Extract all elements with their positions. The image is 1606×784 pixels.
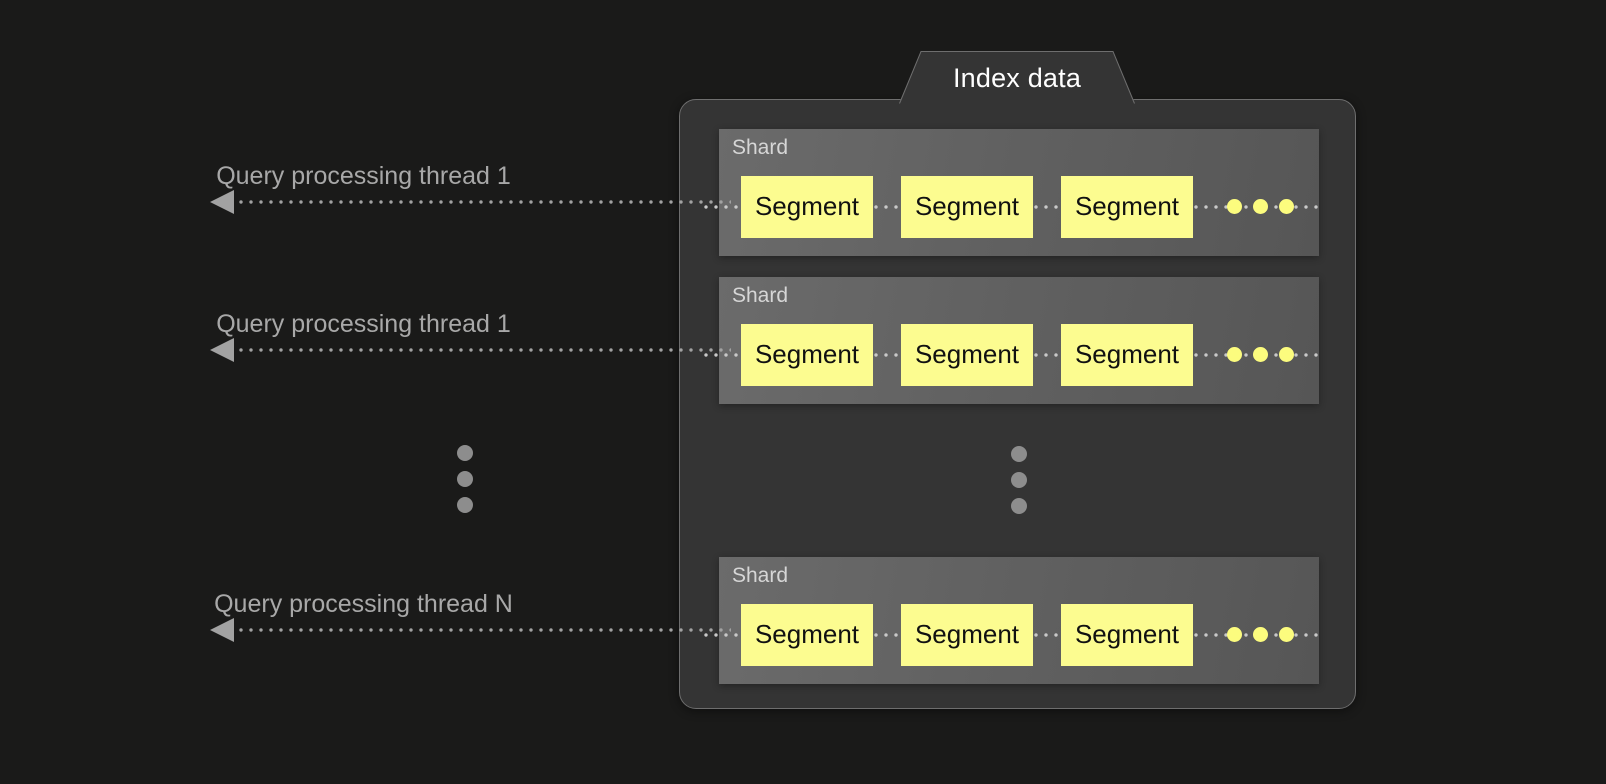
segment-label: Segment — [754, 339, 860, 369]
segment-box: Segment — [741, 176, 873, 238]
arrow-head-icon — [210, 338, 234, 362]
index-data-tab: Index data — [899, 51, 1135, 103]
segment-label: Segment — [1074, 191, 1180, 221]
ellipsis-dot — [457, 497, 473, 513]
segment-box: Segment — [901, 324, 1033, 386]
index-data-panel: Shard Segment Segment Segment Shard Segm… — [679, 99, 1356, 709]
shard-row: Shard Segment Segment Segment — [701, 277, 1319, 404]
segment-box: Segment — [901, 604, 1033, 666]
query-thread-label: Query processing thread 1 — [216, 162, 511, 190]
segment-box: Segment — [1061, 176, 1193, 238]
segment-label: Segment — [914, 191, 1020, 221]
arrow-head-icon — [210, 618, 234, 642]
arrow-head-icon — [210, 190, 234, 214]
ellipsis-dot — [457, 471, 473, 487]
segment-label: Segment — [754, 191, 860, 221]
query-thread-arrow-line — [236, 628, 731, 632]
segment-label: Segment — [1074, 619, 1180, 649]
segment-box: Segment — [1061, 324, 1193, 386]
segment-ellipsis-dot — [1227, 347, 1242, 362]
ellipsis-dot — [457, 445, 473, 461]
segment-ellipsis-dot — [1227, 627, 1242, 642]
segment-label: Segment — [1074, 339, 1180, 369]
segment-label: Segment — [754, 619, 860, 649]
segment-label: Segment — [914, 619, 1020, 649]
shard-label: Shard — [732, 136, 789, 159]
segment-ellipsis-dot — [1227, 199, 1242, 214]
segment-box: Segment — [741, 604, 873, 666]
index-data-tab-label: Index data — [952, 62, 1082, 93]
shard-label: Shard — [732, 564, 789, 587]
shard-vertical-ellipsis — [1011, 446, 1027, 514]
query-thread-label: Query processing thread 1 — [216, 310, 511, 338]
query-thread-label: Query processing thread N — [214, 590, 513, 618]
segment-ellipsis-dot — [1253, 347, 1268, 362]
ellipsis-dot — [1011, 472, 1027, 488]
segment-label: Segment — [914, 339, 1020, 369]
ellipsis-dot — [1011, 446, 1027, 462]
segment-ellipsis-dot — [1253, 199, 1268, 214]
segment-ellipsis-dot — [1279, 199, 1294, 214]
shard-row: Shard Segment Segment Segment — [701, 557, 1319, 684]
query-thread-arrow-line — [236, 348, 731, 352]
shard-row: Shard Segment Segment Segment — [701, 129, 1319, 256]
segment-box: Segment — [741, 324, 873, 386]
segment-box: Segment — [1061, 604, 1193, 666]
segment-ellipsis-dot — [1253, 627, 1268, 642]
query-thread-arrow-line — [236, 200, 731, 204]
ellipsis-dot — [1011, 498, 1027, 514]
segment-box: Segment — [901, 176, 1033, 238]
shard-label: Shard — [732, 284, 789, 307]
segment-ellipsis-dot — [1279, 627, 1294, 642]
segment-ellipsis-dot — [1279, 347, 1294, 362]
thread-vertical-ellipsis — [457, 445, 473, 513]
